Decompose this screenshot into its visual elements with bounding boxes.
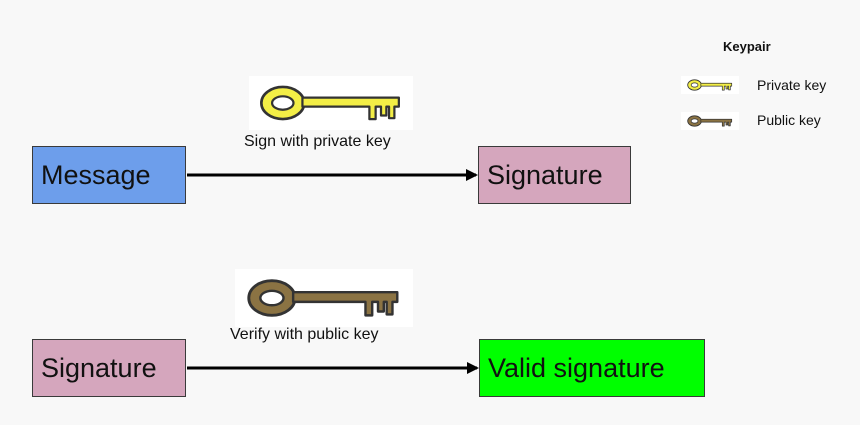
- signature-box-label: Signature: [487, 159, 603, 190]
- legend-private-key: [681, 76, 739, 94]
- legend-private-key-label: Private key: [757, 77, 827, 93]
- public-key-icon: [682, 113, 738, 129]
- legend-public-key: [681, 112, 739, 130]
- signature-input-box-label: Signature: [41, 352, 157, 383]
- verify-step-label: Verify with public key: [230, 326, 379, 343]
- message-box: Message: [32, 146, 186, 204]
- valid-signature-box-label: Valid signature: [488, 352, 665, 383]
- legend-public-key-label: Public key: [757, 112, 821, 128]
- private-key-card: [249, 76, 413, 130]
- message-box-label: Message: [41, 159, 151, 190]
- signature-box: Signature: [478, 146, 631, 204]
- private-key-icon: [682, 77, 738, 93]
- valid-signature-box: Valid signature: [479, 339, 705, 397]
- sign-step-label: Sign with private key: [244, 133, 391, 150]
- signature-input-box: Signature: [32, 339, 186, 397]
- legend-title: Keypair: [723, 39, 771, 54]
- public-key-card: [235, 269, 413, 327]
